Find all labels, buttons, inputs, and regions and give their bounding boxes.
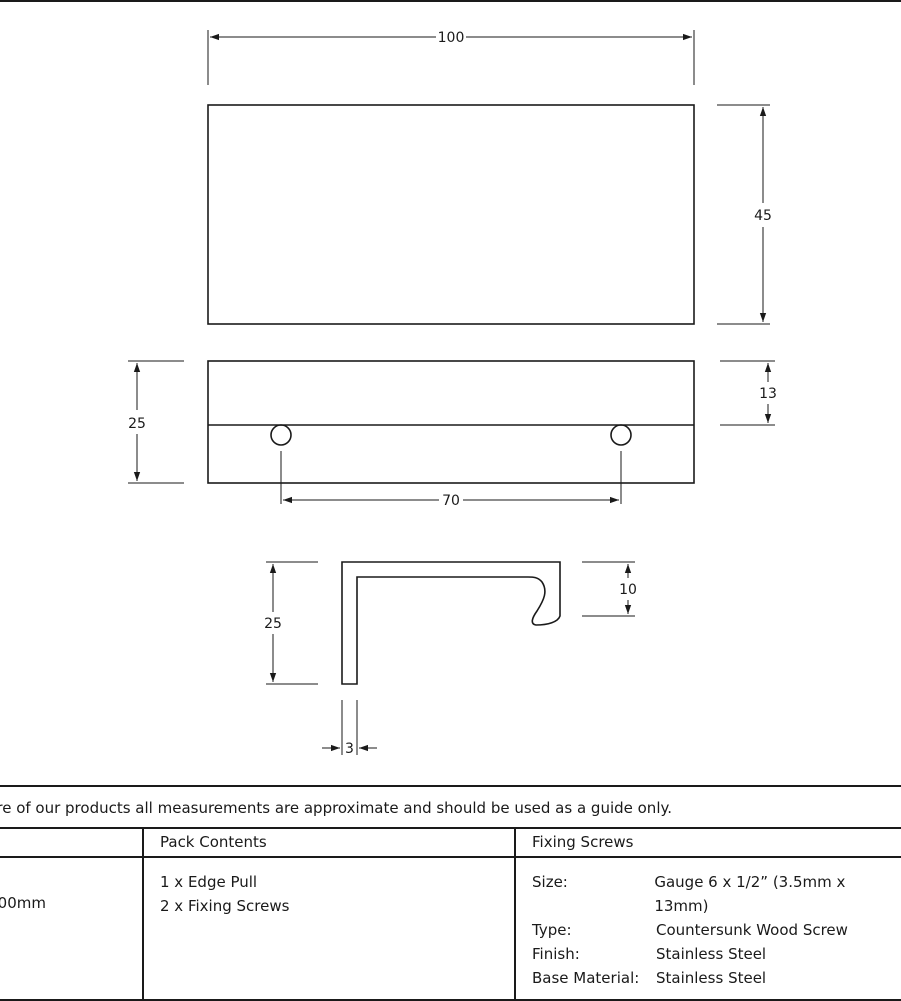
screw-spec-value: Gauge 6 x 1/2” (3.5mm x 13mm) (654, 873, 846, 915)
dimensions-column: .00mm (0, 827, 144, 999)
screw-spec-value: Stainless Steel (656, 945, 767, 963)
side-height-dim-label: 25 (264, 616, 282, 632)
pack-item-edge-pull: 1 x Edge Pull (160, 873, 258, 891)
dimensions-column-header (0, 827, 142, 858)
fixing-screws-specs: Size: Gauge 6 x 1/2” (3.5mm x 13mm) Type… (516, 858, 901, 990)
spec-table: .00mm Pack Contents 1 x Edge Pull 2 x Fi… (0, 827, 901, 1001)
fixing-hole-right (610, 424, 632, 446)
measurement-notice: ed nature of our products all measuremen… (0, 785, 901, 829)
pack-contents-column: Pack Contents 1 x Edge Pull 2 x Fixing S… (144, 827, 516, 999)
length-dim-label: 100 (438, 30, 465, 46)
hole-centres-dim-label: 70 (442, 493, 460, 509)
drawing-frame-top (0, 0, 901, 2)
screw-spec-value: Countersunk Wood Screw (656, 921, 848, 939)
top-view (207, 104, 695, 325)
profile-height-dimension (128, 360, 184, 484)
screw-spec-row: Size: Gauge 6 x 1/2” (3.5mm x 13mm) (532, 870, 901, 918)
thickness-dim-label: 3 (345, 741, 354, 757)
fixing-screws-column: Fixing Screws Size: Gauge 6 x 1/2” (3.5m… (516, 827, 901, 999)
side-height-dimension (266, 561, 318, 685)
screw-spec-value: Stainless Steel (656, 969, 767, 987)
hole-centres-dimension (280, 451, 622, 504)
screw-spec-label: Base Material: (532, 969, 640, 987)
screw-spec-label: Type: (532, 921, 572, 939)
screw-spec-label: Finish: (532, 945, 580, 963)
lip-depth-dim-label: 10 (619, 582, 637, 598)
dimensions-value: .00mm (0, 894, 46, 912)
technical-drawing: 100 45 25 13 70 (128, 30, 777, 757)
measurement-notice-text: ed nature of our products all measuremen… (0, 799, 672, 817)
front-view (207, 360, 695, 484)
fixing-screws-header: Fixing Screws (516, 827, 901, 858)
side-profile-outline (341, 561, 561, 685)
top-view-outline (207, 104, 695, 325)
lip-depth-dimension (582, 561, 635, 617)
screw-spec-label: Size: (532, 873, 568, 891)
height-dimension (717, 104, 770, 325)
hole-offset-dim-label: 13 (759, 386, 777, 402)
fixing-hole-left (270, 424, 292, 446)
pack-item-fixing-screws: 2 x Fixing Screws (160, 897, 290, 915)
side-profile (341, 561, 561, 685)
length-dimension (207, 30, 695, 85)
screw-spec-row: Base Material: Stainless Steel (532, 966, 901, 990)
front-view-outline (207, 360, 695, 484)
pack-contents-header: Pack Contents (144, 827, 514, 858)
hole-offset-dimension (720, 360, 775, 426)
thickness-dimension (322, 700, 377, 755)
screw-spec-row: Finish: Stainless Steel (532, 942, 901, 966)
profile-height-dim-label: 25 (128, 416, 146, 432)
height-dim-label: 45 (754, 208, 772, 224)
pack-contents-list: 1 x Edge Pull 2 x Fixing Screws (144, 858, 514, 918)
screw-spec-row: Type: Countersunk Wood Screw (532, 918, 901, 942)
